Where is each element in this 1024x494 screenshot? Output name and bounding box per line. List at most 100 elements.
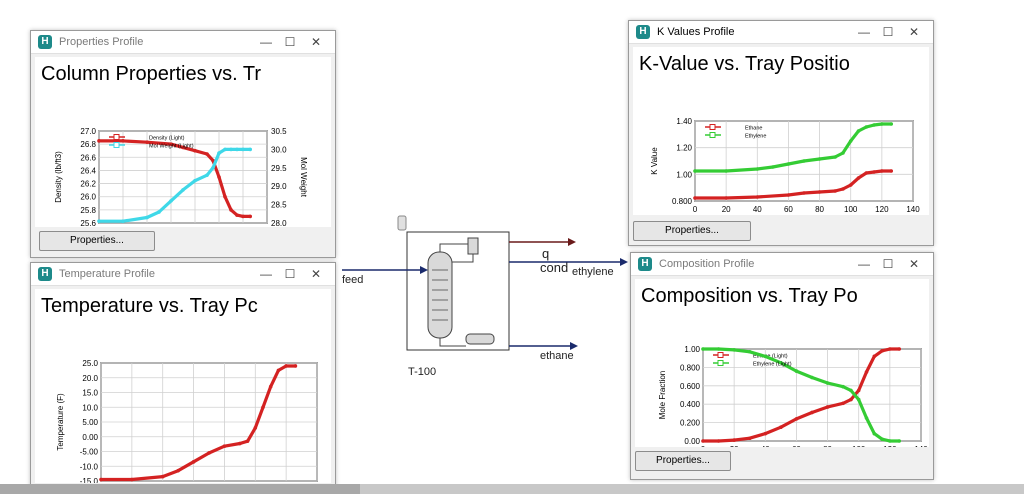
data-point <box>241 214 245 219</box>
properties-button[interactable]: Properties... <box>635 451 731 471</box>
x-tick-label: 40 <box>761 445 770 447</box>
ethane-label[interactable]: ethane <box>540 350 574 362</box>
minimize-icon[interactable]: — <box>858 25 870 39</box>
data-point <box>786 193 791 197</box>
composition-profile-window[interactable]: H Composition Profile — ☐ ✕ Composition … <box>630 252 934 480</box>
y-tick-label: 26.0 <box>80 193 96 202</box>
data-point <box>205 152 209 156</box>
properties-profile-window[interactable]: H Properties Profile — ☐ ✕ Column Proper… <box>30 30 336 258</box>
close-icon[interactable]: ✕ <box>908 257 920 271</box>
titlebar[interactable]: H Properties Profile — ☐ ✕ <box>31 31 335 54</box>
maximize-icon[interactable]: ☐ <box>284 267 296 281</box>
maximize-icon[interactable]: ☐ <box>284 35 296 49</box>
legend-marker <box>113 142 120 148</box>
y-tick-label: 26.4 <box>80 166 96 175</box>
data-point <box>849 388 853 393</box>
minimize-icon[interactable]: — <box>260 267 272 281</box>
data-point <box>872 354 877 359</box>
properties-button[interactable]: Properties... <box>633 221 751 241</box>
close-icon[interactable]: ✕ <box>908 25 920 39</box>
y-tick-label: 26.2 <box>80 180 96 189</box>
data-point <box>293 364 298 368</box>
data-point <box>181 188 185 192</box>
legend-marker <box>717 360 724 366</box>
y-tick-label: -5.00 <box>80 448 99 457</box>
column-body-icon <box>427 251 453 339</box>
y-tick-label: -15.0 <box>80 477 99 483</box>
data-point <box>169 199 173 203</box>
minimize-icon[interactable]: — <box>260 35 272 49</box>
x-tick-label: 100 <box>844 205 858 214</box>
data-point <box>880 169 884 173</box>
titlebar[interactable]: H K Values Profile — ☐ ✕ <box>629 21 933 44</box>
legend-label: Ethane (Light) <box>753 354 788 360</box>
data-point <box>763 354 768 359</box>
app-icon: H <box>38 267 52 281</box>
data-point <box>848 183 853 187</box>
k-values-profile-window[interactable]: H K Values Profile — ☐ ✕ K-Value vs. Tra… <box>628 20 934 246</box>
data-point <box>864 370 869 374</box>
y-tick-label: 27.0 <box>80 127 96 136</box>
data-point <box>786 162 791 166</box>
data-point <box>223 147 227 152</box>
minimize-icon[interactable]: — <box>858 257 870 271</box>
ethane-arrow-icon <box>570 342 578 350</box>
data-point <box>248 147 252 152</box>
bottom-scrollbar-thumb[interactable] <box>0 484 360 494</box>
column-label[interactable]: T-100 <box>408 366 437 378</box>
data-point <box>856 129 861 133</box>
data-point <box>888 439 892 443</box>
data-point <box>217 175 221 179</box>
y-tick-label: 25.0 <box>82 359 98 368</box>
y-tick-label: 26.8 <box>80 140 96 149</box>
maximize-icon[interactable]: ☐ <box>882 25 894 39</box>
data-point <box>284 364 288 368</box>
data-point <box>755 195 760 199</box>
close-icon[interactable]: ✕ <box>310 267 322 281</box>
data-point <box>248 214 252 219</box>
data-point <box>157 210 161 214</box>
y-tick-label: 25.6 <box>80 219 96 227</box>
ethylene-label[interactable]: ethylene <box>572 266 614 278</box>
data-point <box>229 147 233 152</box>
maximize-icon[interactable]: ☐ <box>882 257 894 271</box>
bottom-scrollbar[interactable] <box>0 484 1024 494</box>
data-point <box>856 397 861 402</box>
data-point <box>235 213 239 217</box>
data-point <box>810 375 814 380</box>
data-point <box>833 189 837 193</box>
data-point <box>732 438 736 442</box>
feed-label[interactable]: feed <box>342 274 364 286</box>
data-point <box>238 441 242 446</box>
x-tick-label: 20 <box>730 445 739 447</box>
y-tick-label: -10.0 <box>80 462 99 471</box>
x-tick-label: 0 <box>701 445 706 447</box>
data-point <box>817 190 822 194</box>
data-point <box>747 436 752 441</box>
titlebar[interactable]: H Temperature Profile — ☐ ✕ <box>31 263 335 286</box>
data-point <box>763 431 768 436</box>
cond-label[interactable]: cond <box>540 260 569 275</box>
data-point <box>825 405 830 409</box>
data-point <box>217 151 221 155</box>
data-point <box>856 388 861 393</box>
properties-button[interactable]: Properties... <box>39 231 155 251</box>
composition-chart: 0204060801001201401.000.8000.6000.4000.2… <box>658 345 928 447</box>
titlebar[interactable]: H Composition Profile — ☐ ✕ <box>631 253 933 276</box>
close-icon[interactable]: ✕ <box>310 35 322 49</box>
y-tick-label: 0.200 <box>680 419 701 428</box>
data-point <box>825 381 830 385</box>
legend-label: Ethylene (Light) <box>753 362 792 368</box>
y-tick-label: 0.00 <box>684 437 700 446</box>
data-point <box>864 416 869 420</box>
app-icon: H <box>638 257 652 271</box>
y-tick-label: 20.0 <box>82 374 98 383</box>
data-point <box>99 477 103 482</box>
q-label[interactable]: q <box>542 246 550 261</box>
temperature-profile-window[interactable]: H Temperature Profile — ☐ ✕ Temperature … <box>30 262 336 488</box>
legend-marker <box>113 134 120 140</box>
node-marker-icon[interactable] <box>397 215 407 231</box>
data-point <box>716 347 721 351</box>
column-block[interactable] <box>406 231 510 351</box>
data-point <box>693 169 697 173</box>
